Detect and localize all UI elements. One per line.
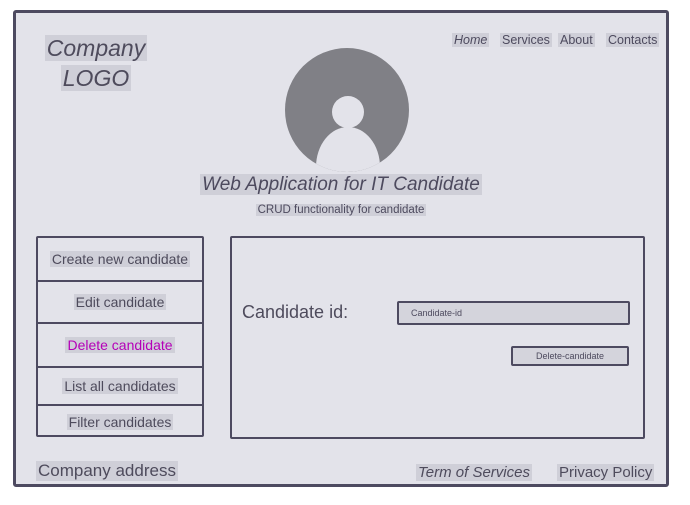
nav-home-link[interactable]: Home bbox=[452, 33, 490, 47]
terms-of-service-link[interactable]: Term of Services bbox=[416, 464, 532, 481]
page-frame: Company LOGO Home Services About Contact… bbox=[13, 10, 669, 487]
candidate-id-label: Candidate id: bbox=[242, 302, 349, 322]
nav-about-link[interactable]: About bbox=[558, 33, 595, 47]
sidebar-divider bbox=[36, 322, 204, 324]
sidebar-menu: Create new candidate Edit candidate Dele… bbox=[36, 236, 204, 437]
sidebar-item-edit-candidate[interactable]: Edit candidate bbox=[73, 294, 167, 310]
company-logo[interactable]: Company LOGO bbox=[40, 33, 152, 93]
nav-services-link[interactable]: Services bbox=[500, 33, 552, 47]
logo-line-2: LOGO bbox=[60, 65, 132, 91]
nav-contacts-link[interactable]: Contacts bbox=[606, 33, 660, 47]
avatar-user-icon bbox=[285, 48, 409, 172]
candidate-id-input[interactable] bbox=[397, 301, 630, 325]
page-title: Web Application for IT Candidate bbox=[200, 174, 482, 195]
sidebar-item-create-candidate[interactable]: Create new candidate bbox=[49, 251, 191, 267]
privacy-policy-link[interactable]: Privacy Policy bbox=[557, 464, 655, 481]
sidebar-item-delete-candidate[interactable]: Delete candidate bbox=[65, 337, 175, 353]
company-address: Company address bbox=[36, 461, 178, 481]
logo-line-1: Company bbox=[44, 35, 148, 61]
sidebar-item-filter-candidates[interactable]: Filter candidates bbox=[66, 413, 174, 430]
delete-candidate-button[interactable]: Delete-candidate bbox=[511, 346, 629, 366]
sidebar-item-list-candidates[interactable]: List all candidates bbox=[62, 378, 178, 394]
sidebar-divider bbox=[36, 366, 204, 368]
page-subtitle: CRUD functionality for candidate bbox=[255, 204, 427, 216]
content-panel: Candidate id: Delete-candidate bbox=[230, 236, 645, 439]
sidebar-divider bbox=[36, 280, 204, 282]
sidebar-divider bbox=[36, 404, 204, 406]
